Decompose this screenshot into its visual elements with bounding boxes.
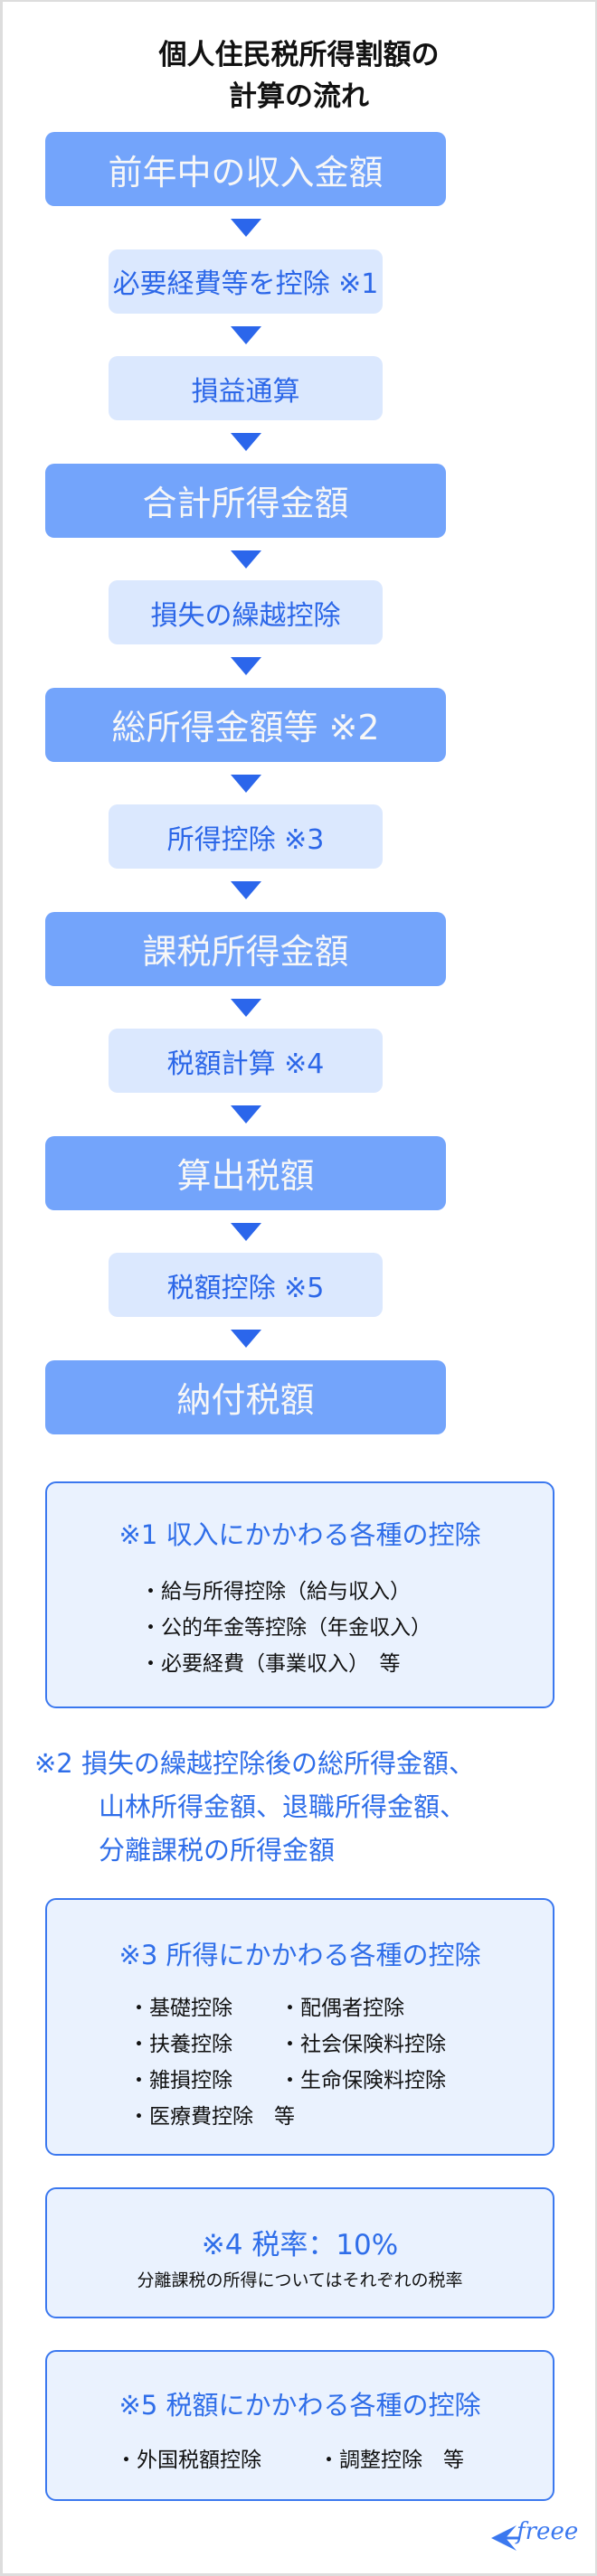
note-5: ※5 税額にかかわる各種の控除 ・外国税額控除 ・調整控除 等 — [45, 2350, 554, 2501]
note-5-item: ・調整控除 等 — [318, 2449, 464, 2472]
note-4-title: ※4 税率：10% — [201, 2229, 399, 2261]
flow-step-small: 必要経費等を控除 ※1 — [109, 249, 383, 314]
page: 個人住民税所得割額の 計算の流れ 前年中の収入金額必要経費等を控除 ※1 損益通算… — [3, 2, 595, 2573]
note-4-subtext: 分離課税の所得についてはそれぞれの税率 — [137, 2270, 463, 2290]
flow-step-big: 算出税額 — [45, 1135, 446, 1210]
flow-step-big: 課税所得金額 — [45, 911, 446, 986]
note-2-line: 山林所得金額、退職所得金額、 — [99, 1791, 467, 1822]
note-3-item: ・雑損控除 — [128, 2069, 232, 2092]
diagram-title: 個人住民税所得割額の 計算の流れ — [3, 34, 595, 118]
title-line1: 個人住民税所得割額の — [158, 39, 440, 71]
flow-step-big: 合計所得金額 — [45, 463, 446, 538]
note-3-item: ・社会保険料控除 — [280, 2033, 446, 2056]
arrow-down-icon — [231, 1105, 261, 1123]
note-2-line: ※2 損失の繰越控除後の総所得金額、 — [34, 1748, 475, 1779]
note-3-item: ・生命保険料控除 — [280, 2069, 446, 2092]
bird-icon — [491, 2525, 520, 2551]
note-1-item: ・公的年金等控除（年金収入） — [140, 1616, 431, 1640]
note-2-line: 分離課税の所得金額 — [99, 1835, 336, 1866]
flow-step-big: 納付税額 — [45, 1359, 446, 1434]
note-5-item: ・外国税額控除 — [116, 2449, 261, 2472]
note-3-item: ・基礎控除 — [128, 1997, 232, 2020]
arrow-down-icon — [231, 433, 261, 451]
flow-step-small: 損益通算 — [109, 356, 383, 420]
flow-step-small: 税額計算 ※4 — [109, 1029, 383, 1093]
arrow-down-icon — [231, 1330, 261, 1348]
arrow-down-icon — [231, 1222, 261, 1241]
flow-step-small: 税額控除 ※5 — [109, 1253, 383, 1317]
note-3: ※3 所得にかかわる各種の控除 ・基礎控除 ・扶養控除 ・雑損控除 ・医療費控除… — [45, 1898, 554, 2156]
arrow-down-icon — [231, 219, 261, 237]
note-2: ※2 損失の繰越控除後の総所得金額、 山林所得金額、退職所得金額、 分離課税の所… — [34, 1742, 475, 1872]
note-3-item: ・扶養控除 — [128, 2033, 232, 2056]
arrow-down-icon — [231, 657, 261, 675]
note-4: ※4 税率：10% 分離課税の所得についてはそれぞれの税率 — [45, 2187, 554, 2318]
title-line2: 計算の流れ — [229, 80, 369, 113]
note-1-title: ※1 収入にかかわる各種の控除 — [118, 1519, 481, 1550]
flow-step-big: 前年中の収入金額 — [45, 132, 446, 206]
arrow-down-icon — [231, 998, 261, 1017]
note-1: ※1 収入にかかわる各種の控除 ・給与所得控除（給与収入） ・公的年金等控除（年… — [45, 1481, 554, 1708]
flow-step-big: 総所得金額等 ※2 — [45, 687, 446, 762]
note-3-item: ・医療費控除 等 — [128, 2105, 295, 2129]
note-5-title: ※5 税額にかかわる各種の控除 — [118, 2390, 481, 2421]
note-1-item: ・必要経費（事業収入） 等 — [140, 1652, 401, 1676]
note-3-title: ※3 所得にかかわる各種の控除 — [118, 1940, 481, 1970]
arrow-down-icon — [231, 774, 261, 793]
arrow-down-icon — [231, 881, 261, 899]
flow-step-small: 損失の繰越控除 — [109, 580, 383, 644]
logo-text: freee — [516, 2518, 579, 2545]
arrow-down-icon — [231, 325, 261, 344]
arrow-down-icon — [231, 550, 261, 569]
freee-logo: freee — [489, 2518, 579, 2558]
note-3-item: ・配偶者控除 — [280, 1997, 404, 2020]
note-1-item: ・給与所得控除（給与収入） — [140, 1580, 411, 1603]
flow-step-small: 所得控除 ※3 — [109, 804, 383, 869]
